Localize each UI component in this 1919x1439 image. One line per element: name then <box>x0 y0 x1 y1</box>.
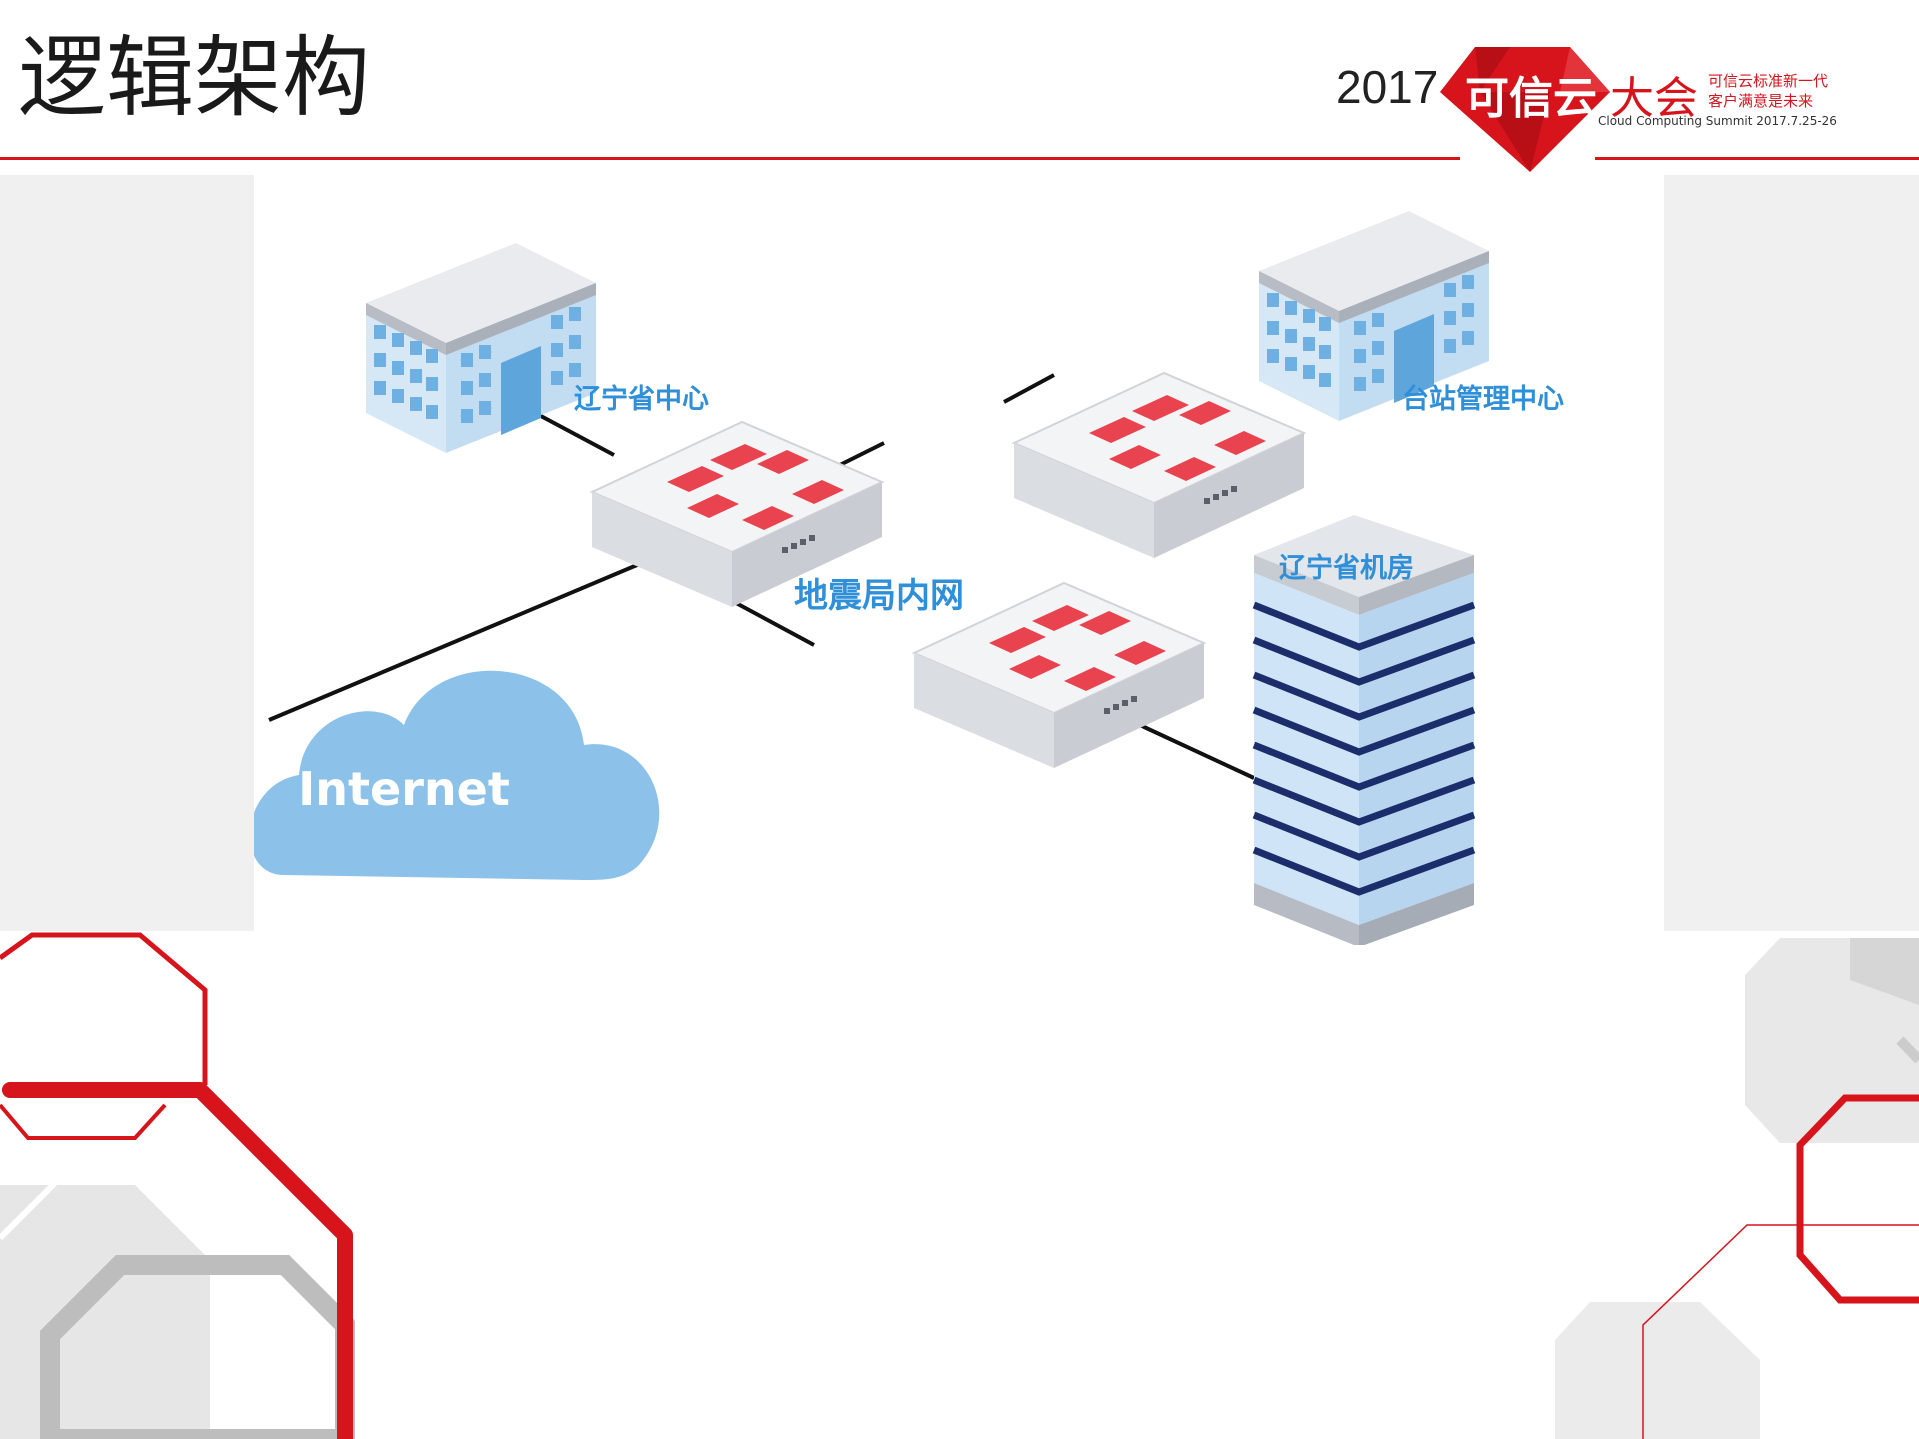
header-rule-left <box>0 157 1460 160</box>
logo-name-rest: 大会 <box>1610 73 1698 124</box>
datacenter-tower-icon <box>1252 515 1476 945</box>
label-station-center: 台站管理中心 <box>1402 383 1564 415</box>
ruby-gem-icon <box>1440 47 1610 172</box>
logo-year: 2017 <box>1336 61 1439 113</box>
label-liaoning-datacenter: 辽宁省机房 <box>1279 552 1414 584</box>
logo-name-highlight: 可信云 <box>1465 73 1597 124</box>
left-gray-panel <box>0 175 254 931</box>
label-intranet: 地震局内网 <box>794 576 964 616</box>
conference-logo: 2017 可信云 大会 可信云标准新一代 客户满意是未来 Cloud Compu… <box>1330 42 1890 182</box>
logo-slogan-line2: 客户满意是未来 <box>1708 92 1814 110</box>
logo-subtitle: Cloud Computing Summit 2017.7.25-26 <box>1598 114 1837 128</box>
label-liaoning-center: 辽宁省中心 <box>574 383 709 415</box>
office-building-icon <box>366 243 596 453</box>
right-gray-panel <box>1664 175 1919 931</box>
label-internet: Internet <box>298 762 510 816</box>
header-rule-right <box>1595 157 1919 160</box>
network-diagram: 辽宁省中心 台站管理中心 辽宁省机房 地震局内网 Internet <box>254 211 1564 945</box>
internet-cloud-icon <box>254 670 660 880</box>
slide-title: 逻辑架构 <box>18 26 371 129</box>
logo-slogan-line1: 可信云标准新一代 <box>1708 72 1829 90</box>
